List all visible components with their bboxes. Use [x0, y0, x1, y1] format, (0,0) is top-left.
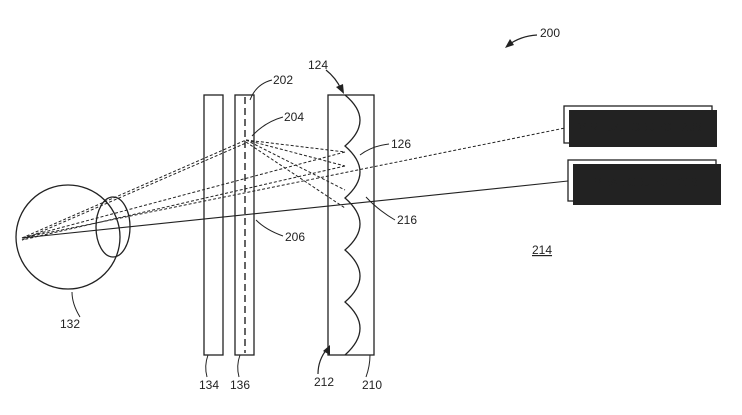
emitter-lens-ray-1: [245, 139, 346, 153]
lens-panel-ref-label: 210: [362, 378, 382, 392]
emitter-lens-ray-4: [245, 141, 346, 209]
eye-ref-label: 132: [60, 317, 80, 331]
lens-panel: [327, 94, 375, 356]
eye-leader: [71, 291, 81, 318]
lens-panel-leader: [365, 354, 371, 378]
eye-ray-ref-label: 206: [285, 230, 305, 244]
emitter-leader: [251, 116, 284, 137]
lens-element-ref-label: 126: [391, 137, 411, 151]
virtual-object-shadow: [569, 110, 717, 147]
figure-number: 200: [540, 26, 560, 40]
panel-136-ref-label: 136: [230, 378, 250, 392]
emitter-lens-ray-2: [245, 139, 346, 167]
real-object-shadow: [573, 164, 721, 205]
panel-134-ref-label: 134: [199, 378, 219, 392]
lens-element-leader: [359, 143, 390, 156]
virtual-object-ray: [21, 127, 566, 239]
emitter-ray-2: [21, 142, 247, 241]
panel-134: [203, 94, 224, 356]
waveguide-leader: [249, 79, 273, 101]
lens-bracket-ref-label: 212: [314, 375, 334, 389]
real-object-label: REAL OBJECT 218: [593, 175, 698, 189]
real-object-box: [567, 159, 717, 202]
lens-bracket-arrowhead: [323, 345, 330, 355]
panel-134-leader: [205, 354, 209, 378]
scene-ref-label: 214: [532, 243, 552, 257]
lens-bracket-arrow: [317, 348, 328, 375]
emitter-ray-1: [21, 139, 247, 239]
real-ray-ref-label: 216: [397, 213, 417, 227]
lens-return-ray-1: [21, 151, 346, 239]
lens-return-ray-2: [21, 165, 346, 241]
panel-136: [234, 94, 255, 356]
lens-array-scallops: [344, 94, 361, 356]
panel-136-leader: [237, 354, 241, 378]
emitter-ref-label: 204: [284, 110, 304, 124]
figure-number-arrowhead: [505, 39, 514, 48]
eye-ray-leader: [255, 219, 284, 237]
lens-array-ref-label: 124: [308, 58, 328, 72]
lens-array-arrowhead: [336, 84, 344, 94]
waveguide-ref-label: 202: [273, 73, 293, 87]
real-ray-leader: [365, 196, 396, 221]
real-object-ray: [21, 180, 569, 239]
virtual-object-label: VIRTUAL OBJECT 208: [578, 120, 702, 134]
eyeball: [15, 184, 121, 290]
virtual-object-box: [563, 105, 713, 144]
